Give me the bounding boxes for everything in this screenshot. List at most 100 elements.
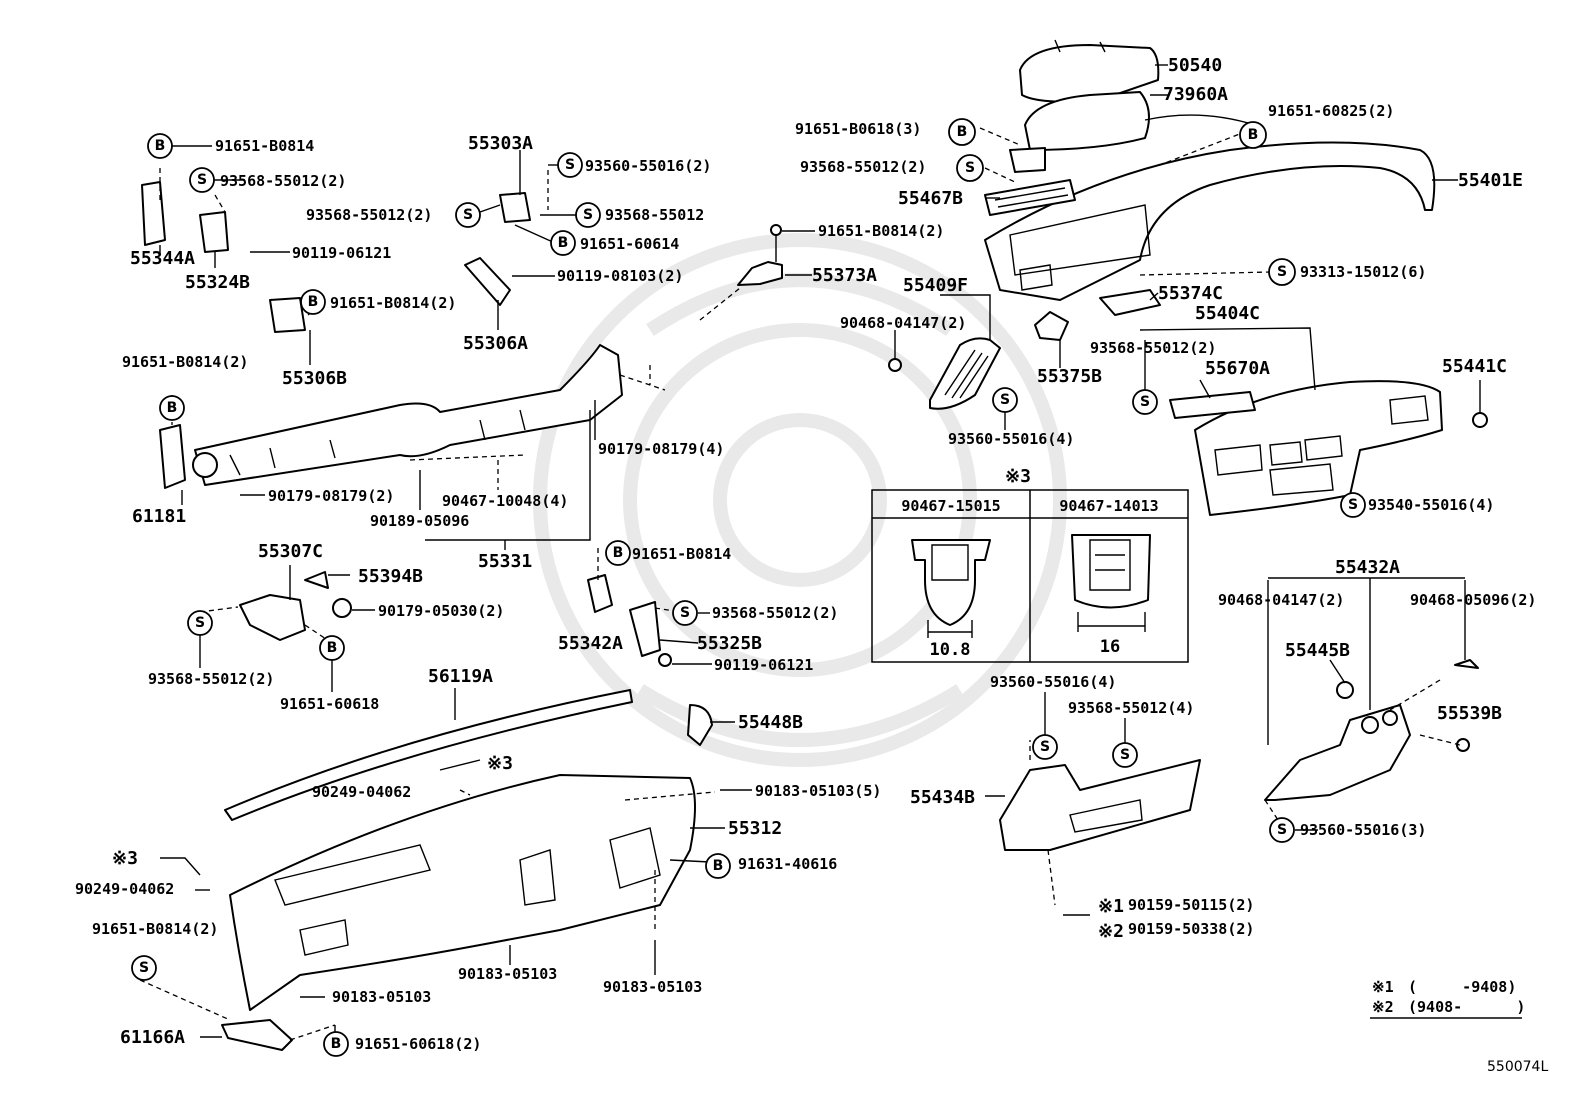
variant-right-dimension: 16: [1100, 637, 1120, 657]
screw-symbol: S: [131, 955, 157, 981]
svg-text:B: B: [167, 400, 178, 416]
svg-text:B: B: [613, 545, 624, 561]
label-55306A: 55306A: [463, 333, 528, 354]
svg-text:S: S: [195, 615, 205, 631]
defroster-nozzle-56119A: [224, 689, 633, 821]
label-90249-04062: 90249-04062: [312, 783, 411, 801]
label-90159-50338: 90159-50338(2): [1128, 920, 1254, 938]
bolt-symbol: B: [948, 118, 976, 146]
label-90119-06121: 90119-06121: [292, 244, 391, 262]
bolt-symbol: B: [147, 133, 173, 159]
label-90179-05030: 90179-05030(2): [378, 602, 504, 620]
svg-text:S: S: [680, 605, 690, 621]
label-93560-55016: 93560-55016(4): [990, 673, 1116, 691]
label-93568-55012: 93568-55012: [605, 206, 704, 224]
label-90183-05103: 90183-05103: [603, 978, 702, 996]
label-90183-05103: 90183-05103: [458, 965, 557, 983]
footnote-1-mark: ※1: [1372, 978, 1394, 996]
svg-text:S: S: [1040, 739, 1050, 755]
label-55409F: 55409F: [903, 275, 968, 296]
svg-text:S: S: [1277, 822, 1287, 838]
bolt-symbol: B: [1239, 121, 1267, 149]
svg-text:S: S: [463, 207, 473, 223]
label-91651-60618: 91651-60618: [280, 695, 379, 713]
label-91651-60825: 91651-60825(2): [1268, 102, 1394, 120]
variant-left-dimension: 10.8: [930, 640, 971, 660]
label-91651-60614: 91651-60614: [580, 235, 679, 253]
label-55342A: 55342A: [558, 633, 623, 654]
bracket-55307C: [239, 571, 352, 641]
svg-text:B: B: [331, 1036, 342, 1052]
variant-right-part-number: 90467-14013: [1059, 497, 1158, 515]
label-90119-08103: 90119-08103(2): [557, 267, 683, 285]
svg-text:B: B: [327, 640, 338, 656]
label-93568-55012: 93568-55012(2): [800, 158, 926, 176]
label-91631-40616: 91631-40616: [738, 855, 837, 873]
svg-text:S: S: [139, 960, 149, 976]
label-55324B: 55324B: [185, 272, 250, 293]
bracket-55342A-55325B: [587, 574, 672, 667]
label-90467-10048: 90467-10048(4): [442, 492, 568, 510]
label-93560-55016: 93560-55016(2): [585, 157, 711, 175]
label-61181: 61181: [132, 506, 186, 527]
svg-text:B: B: [155, 138, 166, 154]
label-50540: 50540: [1168, 55, 1222, 76]
label-93560-55016: 93560-55016(4): [948, 430, 1074, 448]
label-93568-55012: 93568-55012(4): [1068, 699, 1194, 717]
screw-symbol: S: [557, 152, 583, 178]
label-93560-55016: 93560-55016(3): [1300, 821, 1426, 839]
screw-symbol: S: [1132, 389, 1158, 415]
label-55303A: 55303A: [468, 133, 533, 154]
label-55441C: 55441C: [1442, 356, 1507, 377]
label-93568-55012: 93568-55012(2): [148, 670, 274, 688]
svg-text:B: B: [713, 858, 724, 874]
footnote-2-range: (9408- ): [1408, 998, 1525, 1016]
label-91651-B0814: 91651-B0814: [215, 137, 314, 155]
leader-lines: [139, 64, 1481, 1045]
screw-symbol: S: [1032, 734, 1058, 760]
svg-text:S: S: [583, 207, 593, 223]
label-55325B: 55325B: [697, 633, 762, 654]
label-93568-55012: 93568-55012(2): [1090, 339, 1216, 357]
svg-text:S: S: [1120, 747, 1130, 763]
svg-text:S: S: [965, 160, 975, 176]
label-55306B: 55306B: [282, 368, 347, 389]
label-55467B: 55467B: [898, 188, 963, 209]
airbag-assembly: [1009, 39, 1256, 173]
label-90179-08179: 90179-08179(2): [268, 487, 394, 505]
screw-symbol: S: [1268, 258, 1296, 286]
bolt-symbol: B: [300, 289, 326, 315]
label-55448B: 55448B: [738, 712, 803, 733]
label-90468-04147: 90468-04147(2): [1218, 591, 1344, 609]
diagram-code: 550074L: [1487, 1059, 1548, 1075]
reinforcement-beam-55331: [141, 181, 623, 489]
svg-text:S: S: [1348, 497, 1358, 513]
screw-symbol: S: [992, 387, 1018, 413]
instrument-panel-55312: [229, 704, 713, 1011]
label-55404C: 55404C: [1195, 303, 1260, 324]
screw-symbol: S: [189, 167, 215, 193]
label-55374C: 55374C: [1158, 283, 1223, 304]
watermark-emblem: [533, 233, 1067, 767]
label-56119A: 56119A: [428, 666, 493, 687]
part-labels: 50540 73960A 91651-60825(2) 91651-B0618(…: [75, 55, 1536, 1053]
label-55434B: 55434B: [910, 787, 975, 808]
svg-text:B: B: [957, 124, 968, 140]
screw-symbol: S: [1340, 492, 1366, 518]
label-93568-55012: 93568-55012(2): [306, 206, 432, 224]
label-91651-60618: 91651-60618(2): [355, 1035, 481, 1053]
label-91651-B0814: 91651-B0814(2): [92, 920, 218, 938]
label-91651-B0814: 91651-B0814: [632, 545, 731, 563]
glove-box-55434B: [999, 759, 1201, 851]
screw-symbol: S: [455, 202, 481, 228]
svg-text:B: B: [308, 294, 319, 310]
label-93313-15012: 93313-15012(6): [1300, 263, 1426, 281]
vent-55467B: [984, 179, 1076, 216]
footnote-1-range: ( -9408): [1408, 978, 1516, 996]
svg-text:S: S: [1000, 392, 1010, 408]
label-91651-B0814: 91651-B0814(2): [818, 222, 944, 240]
label-55307C: 55307C: [258, 541, 323, 562]
label-55432A: 55432A: [1335, 557, 1400, 578]
svg-text:B: B: [558, 235, 569, 251]
label-90249-04062: 90249-04062: [75, 880, 174, 898]
